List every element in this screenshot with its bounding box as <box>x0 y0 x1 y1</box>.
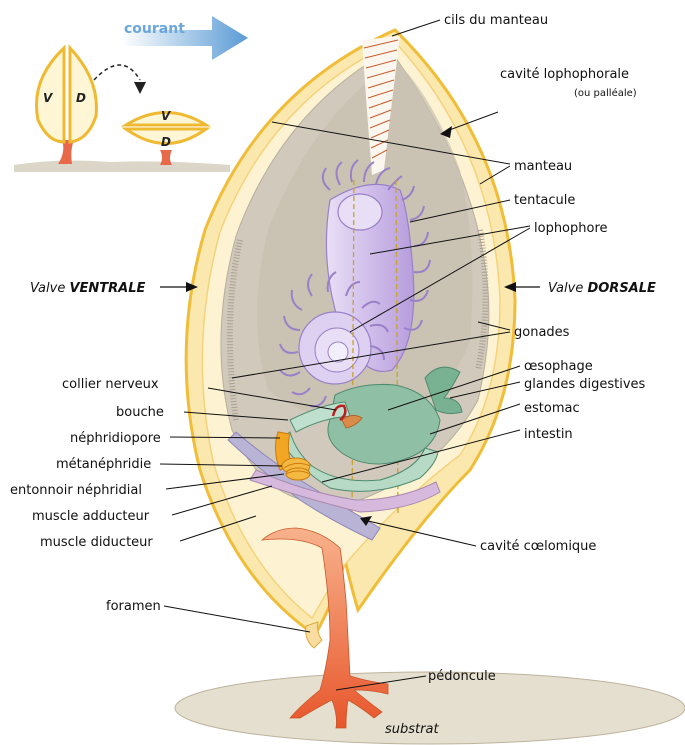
label-nephridiopore: néphridiopore <box>70 431 161 446</box>
label-tentacule: tentacule <box>514 193 575 208</box>
label-valve-ventrale: Valve VENTRALE <box>30 281 146 296</box>
rotation-arrow <box>94 65 140 80</box>
label-manteau: manteau <box>514 159 572 174</box>
label-metanephridie: métanéphridie <box>56 457 151 472</box>
inset-d-label-closed: D <box>161 135 171 149</box>
label-gonades: gonades <box>514 325 570 340</box>
label-lophophore: lophophore <box>534 221 608 236</box>
label-valve-dorsale-prefix: Valve <box>548 281 587 296</box>
inset-closed-stalk <box>160 150 172 165</box>
label-bouche: bouche <box>116 405 164 420</box>
courant-label: courant <box>124 21 185 37</box>
label-glandes-digestives: glandes digestives <box>524 377 646 392</box>
label-entonnoir-nephridial: entonnoir néphridial <box>10 483 142 498</box>
label-pedoncule: pédoncule <box>428 669 496 684</box>
label-valve-ventrale-bold: VENTRALE <box>69 281 145 296</box>
inset-illustration: V D V D courant <box>14 16 248 172</box>
label-valve-dorsale-bold: DORSALE <box>587 281 656 296</box>
label-cavite-coelomique: cavité cœlomique <box>480 539 596 554</box>
label-muscle-diducteur: muscle diducteur <box>40 535 153 550</box>
rotation-arrow-head <box>134 82 146 94</box>
inset-open-stalk <box>58 140 74 164</box>
inset-d-label-open: D <box>76 91 86 105</box>
lophophore-top <box>338 194 382 230</box>
label-foramen: foramen <box>106 599 161 614</box>
label-valve-ventrale-prefix: Valve <box>30 281 69 296</box>
label-muscle-adducteur: muscle adducteur <box>32 509 150 524</box>
label-oesophage: œsophage <box>524 359 593 374</box>
label-intestin: intestin <box>524 427 573 442</box>
label-ou-palleale: (ou palléale) <box>574 87 637 99</box>
label-cils-du-manteau: cils du manteau <box>444 13 548 28</box>
inset-ground <box>14 161 230 172</box>
label-estomac: estomac <box>524 401 580 416</box>
label-collier-nerveux: collier nerveux <box>62 377 159 392</box>
label-valve-dorsale: Valve DORSALE <box>548 281 656 296</box>
label-substrat: substrat <box>385 722 439 737</box>
label-cavite-lophophorale: cavité lophophorale <box>500 67 629 82</box>
